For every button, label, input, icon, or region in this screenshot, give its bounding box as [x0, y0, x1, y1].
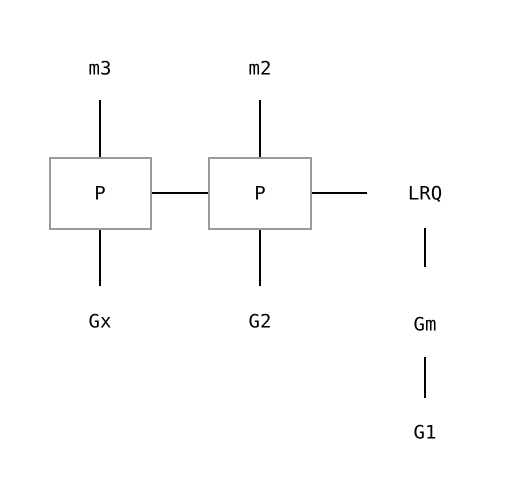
process-box-left: P — [49, 157, 152, 230]
process-box-left-frame — [49, 157, 152, 230]
node-m2: m2 — [249, 58, 272, 80]
node-m3: m3 — [89, 58, 112, 80]
node-lrq: LRQ — [408, 183, 442, 205]
node-gm: Gm — [414, 314, 437, 336]
node-g1: G1 — [414, 422, 437, 444]
node-gx: Gx — [89, 311, 112, 333]
process-box-right-label: P — [254, 183, 265, 205]
process-box-right-frame — [208, 157, 312, 230]
process-box-left-label: P — [94, 183, 105, 205]
node-g2: G2 — [249, 311, 272, 333]
process-box-right: P — [208, 157, 312, 230]
